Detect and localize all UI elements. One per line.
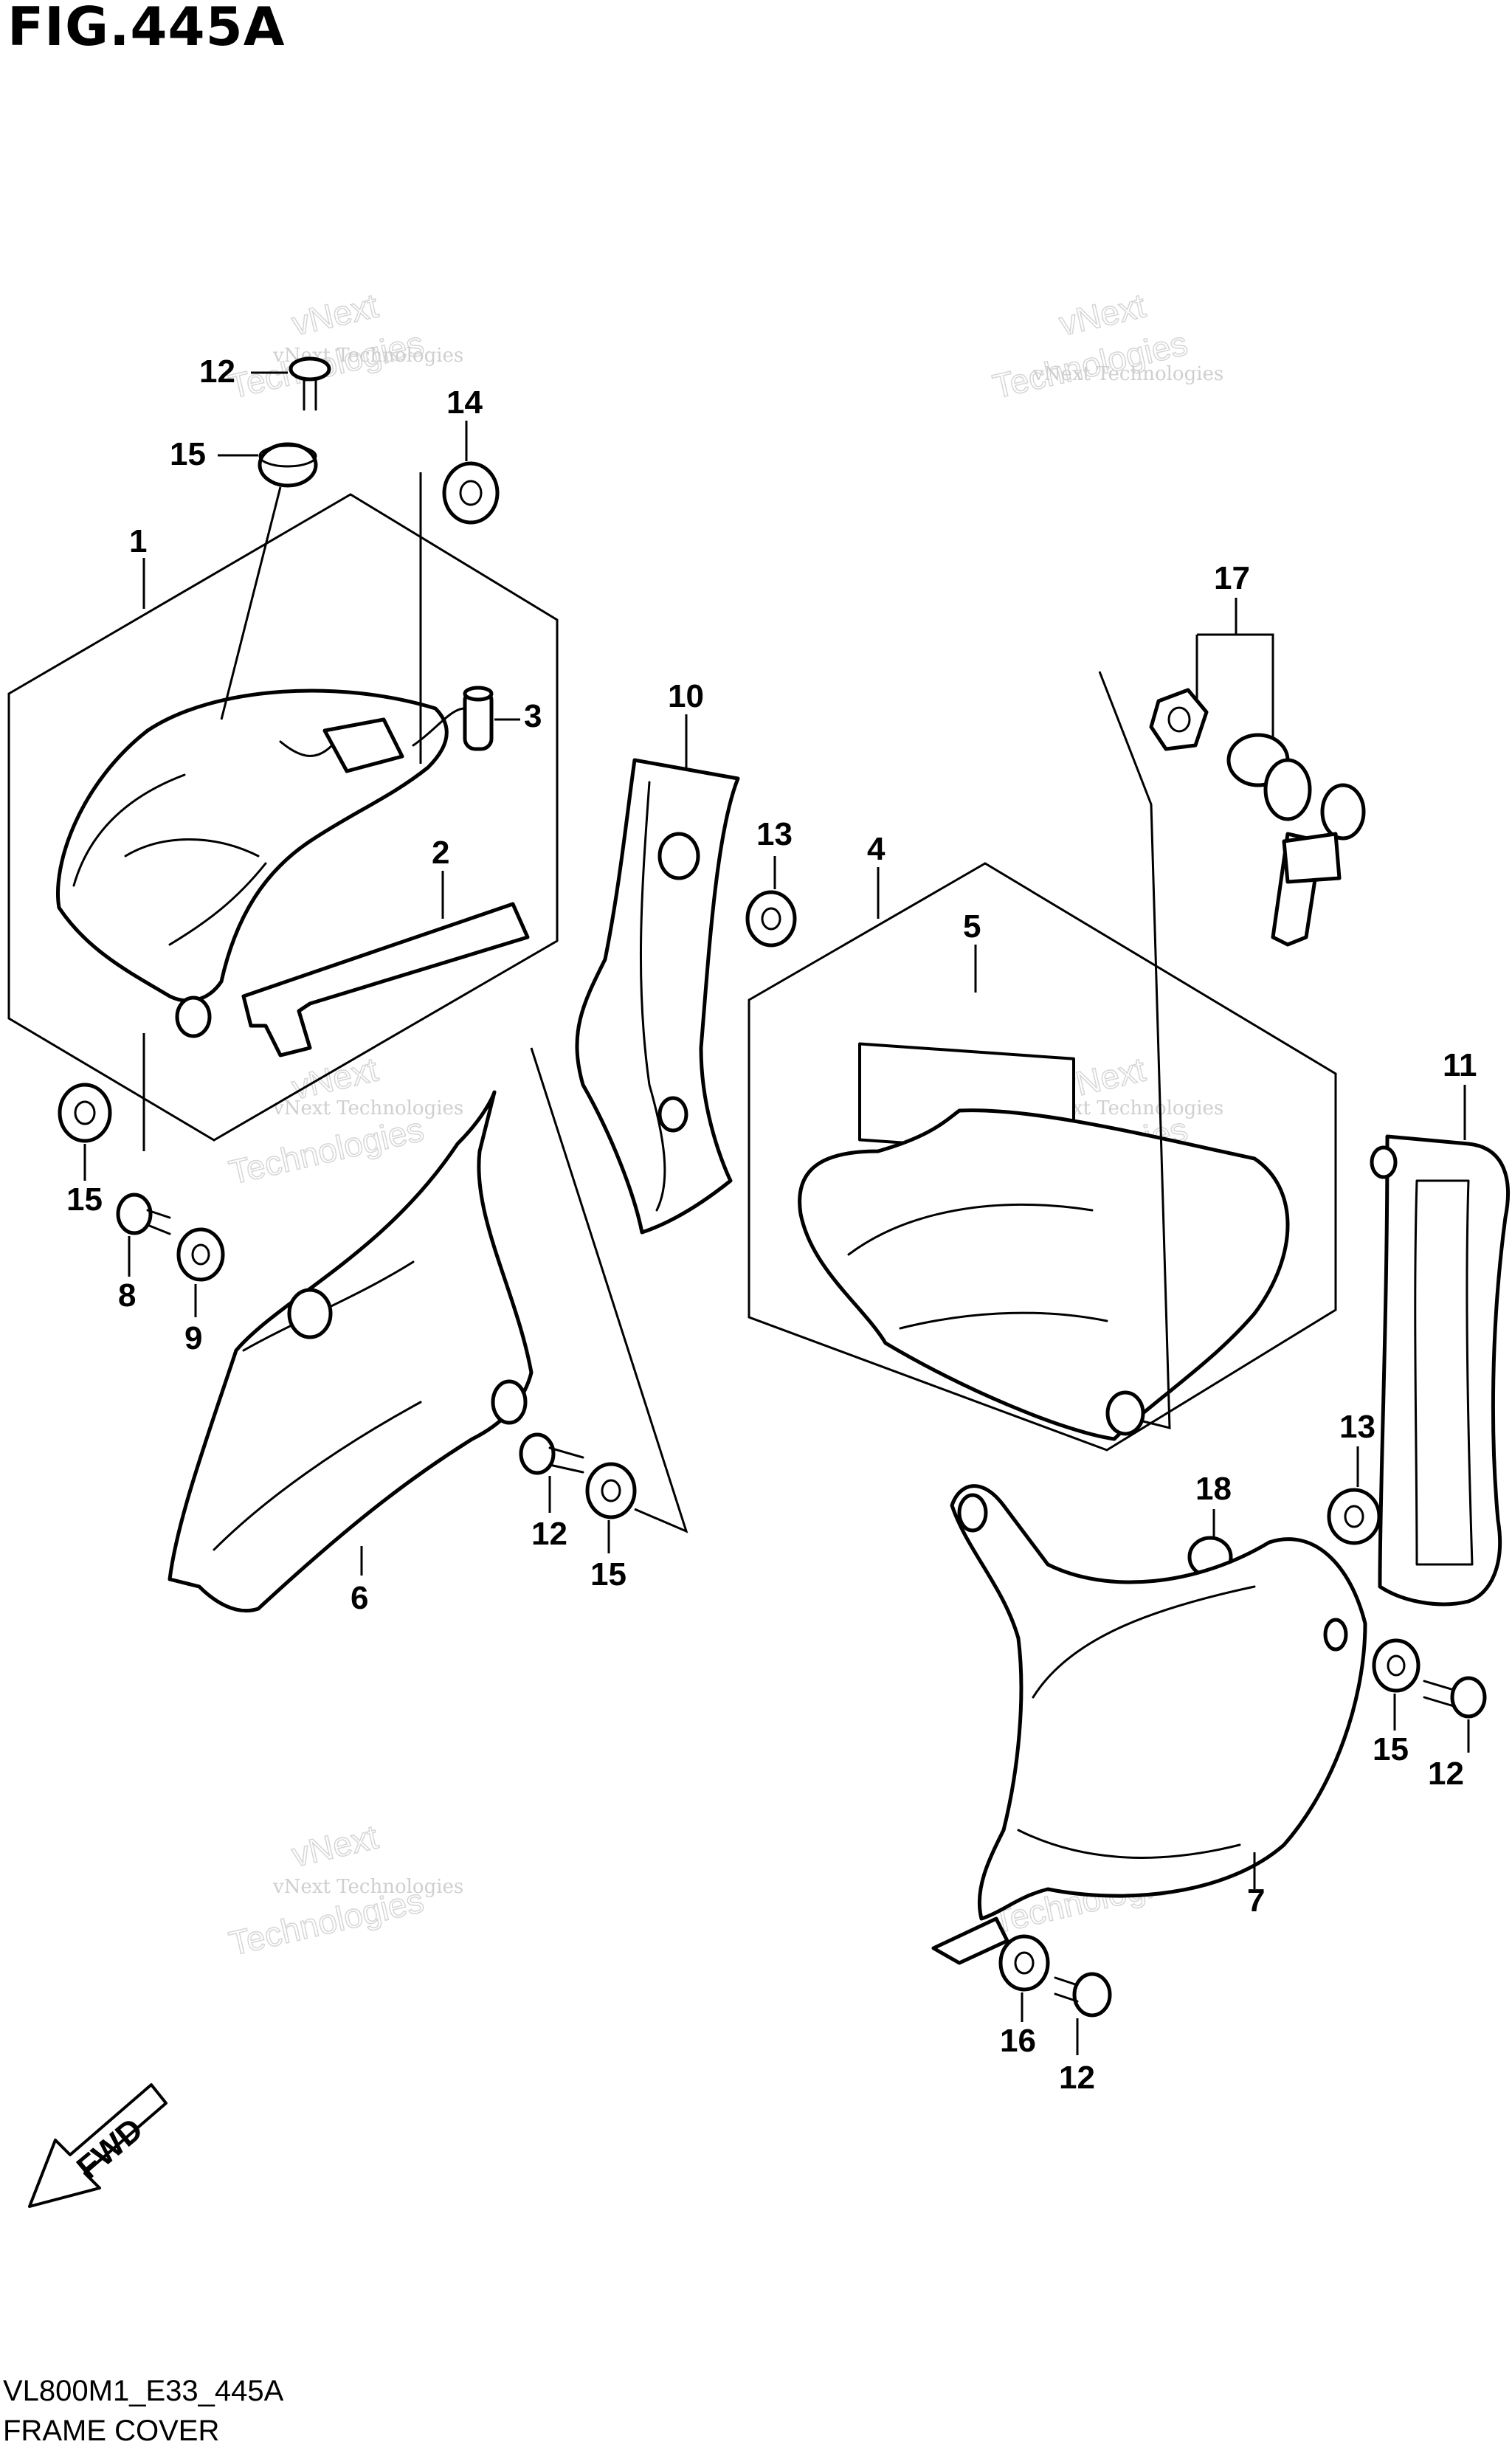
figure-name: FRAME COVER	[3, 2415, 220, 2447]
callout-12-right: 12	[1428, 1756, 1464, 1792]
callout-6: 6	[351, 1580, 368, 1616]
watermark-text: vNext Technologies	[272, 1876, 463, 1898]
watermark-vnext: vNext	[289, 286, 382, 343]
part-13-grommet-right	[1327, 1488, 1381, 1545]
watermark-group-5: Technologies vNext vNext Technologies	[225, 1817, 463, 1964]
part-14-grommet	[442, 461, 500, 525]
part-7-side-cover-right	[931, 1484, 1367, 1965]
part-4-frame-cover-right	[798, 1108, 1290, 1441]
callout-18: 18	[1195, 1471, 1232, 1507]
callout-11: 11	[1443, 1047, 1477, 1083]
leader-17	[1195, 598, 1274, 738]
part-3-pin	[463, 686, 494, 751]
callout-15-left: 15	[66, 1181, 103, 1218]
assembly-box-4	[748, 862, 1337, 1452]
model-code: VL800M1_E33_445A	[3, 2375, 284, 2407]
callout-10: 10	[668, 678, 704, 714]
callout-3: 3	[524, 698, 542, 734]
watermark-text: vNext Technologies	[1032, 363, 1223, 385]
callout-15-top: 15	[170, 436, 206, 472]
part-15-grommet-center	[585, 1462, 637, 1519]
callout-12-bottom: 12	[1059, 2060, 1095, 2096]
callout-17: 17	[1214, 560, 1250, 596]
callout-9: 9	[184, 1320, 202, 1356]
watermark-group-1: Technologies vNext vNext Technologies	[225, 286, 463, 407]
part-9-grommet	[176, 1227, 225, 1282]
part-11-bracket-right	[1370, 1134, 1510, 1607]
watermark-group-2: Technologies vNext vNext Technologies	[989, 286, 1223, 407]
figure-title: FIG.445A	[7, 0, 286, 58]
watermark-group-3: Technologies vNext vNext Technologies	[225, 1049, 463, 1193]
leader-10-diag	[530, 1047, 688, 1533]
callout-7: 7	[1247, 1883, 1265, 1919]
callout-13-center: 13	[756, 816, 793, 852]
leader-17-diag	[1098, 671, 1171, 1429]
part-12-screw-right	[1423, 1676, 1487, 1719]
part-15-grommet-top	[258, 442, 318, 488]
callout-8: 8	[118, 1277, 136, 1314]
part-2-strip	[241, 902, 530, 1057]
part-12-screw-top	[289, 356, 331, 411]
callout-13-right: 13	[1339, 1409, 1375, 1445]
fwd-arrow-icon: FWD	[28, 2083, 168, 2208]
callout-15-right: 15	[1373, 1731, 1409, 1767]
part-8-screw	[116, 1193, 171, 1235]
callout-5: 5	[963, 908, 981, 945]
callout-1: 1	[129, 523, 147, 559]
part-12-screw-center	[519, 1432, 584, 1475]
part-10-bracket	[575, 758, 740, 1235]
callout-12-center: 12	[531, 1516, 567, 1552]
callout-4: 4	[867, 831, 886, 867]
part-15-grommet-left	[58, 1083, 112, 1143]
watermark-vnext: vNext	[289, 1818, 382, 1874]
part-15-grommet-right	[1372, 1638, 1420, 1693]
callout-16: 16	[1000, 2023, 1036, 2059]
callout-14: 14	[446, 384, 483, 421]
callout-15-center: 15	[590, 1556, 626, 1592]
part-1-frame-cover-upper	[56, 689, 466, 1038]
assembly-box-1	[7, 493, 559, 1142]
watermark-technologies: Technologies	[226, 1110, 427, 1192]
leader-15-top	[220, 486, 282, 720]
part-12-screw-bottom	[1054, 1972, 1112, 2018]
part-16-grommet	[998, 1934, 1050, 1992]
part-6-side-cover-left	[168, 1090, 534, 1613]
part-17-key-set	[1149, 688, 1366, 947]
part-13-grommet-center	[745, 890, 797, 948]
watermark-text: vNext Technologies	[272, 1097, 463, 1119]
callout-2: 2	[432, 835, 449, 871]
callout-12-top: 12	[199, 353, 235, 390]
